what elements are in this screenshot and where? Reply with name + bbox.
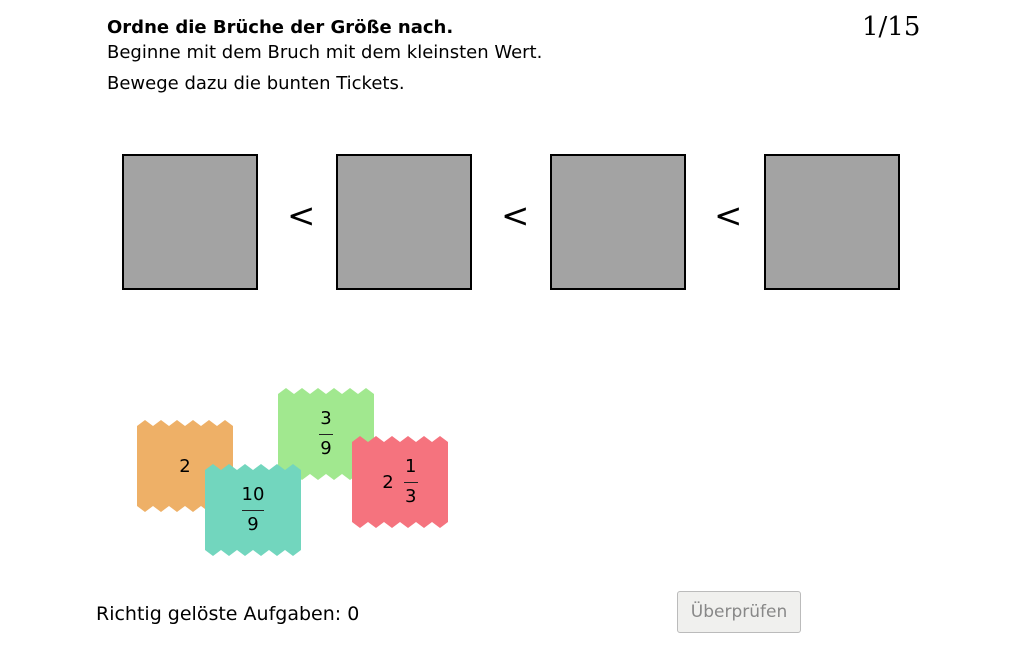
task-counter: 1/15 [862, 12, 921, 42]
ticket-2[interactable]: 2 [137, 420, 233, 512]
numerator: 1 [404, 456, 417, 477]
check-button[interactable]: Überprüfen [677, 591, 801, 633]
less-than-sign: < [287, 196, 316, 236]
score-label: Richtig gelöste Aufgaben: 0 [96, 603, 360, 625]
fraction-bar [242, 510, 265, 511]
denominator: 9 [247, 513, 259, 535]
denominator: 3 [404, 485, 417, 507]
numerator: 3 [320, 408, 332, 429]
fraction-bar [404, 482, 418, 483]
drop-slot-1[interactable] [122, 154, 258, 290]
instruction-line-2: Bewege dazu die bunten Tickets. [107, 73, 405, 94]
numerator: 10 [241, 484, 265, 505]
ticket-whole: 2 [179, 455, 191, 477]
less-than-sign: < [714, 196, 743, 236]
fraction-bar [319, 434, 333, 435]
instruction-line-1: Beginne mit dem Bruch mit dem kleinsten … [107, 42, 543, 63]
ticket-whole: 2 [382, 471, 394, 493]
drop-slot-4[interactable] [764, 154, 900, 290]
denominator: 9 [320, 437, 332, 459]
drop-slot-2[interactable] [336, 154, 472, 290]
task-title: Ordne die Brüche der Größe nach. [107, 17, 454, 38]
ticket-2-1-3[interactable]: 2 1 3 [352, 436, 448, 528]
less-than-sign: < [501, 196, 530, 236]
drop-slot-3[interactable] [550, 154, 686, 290]
